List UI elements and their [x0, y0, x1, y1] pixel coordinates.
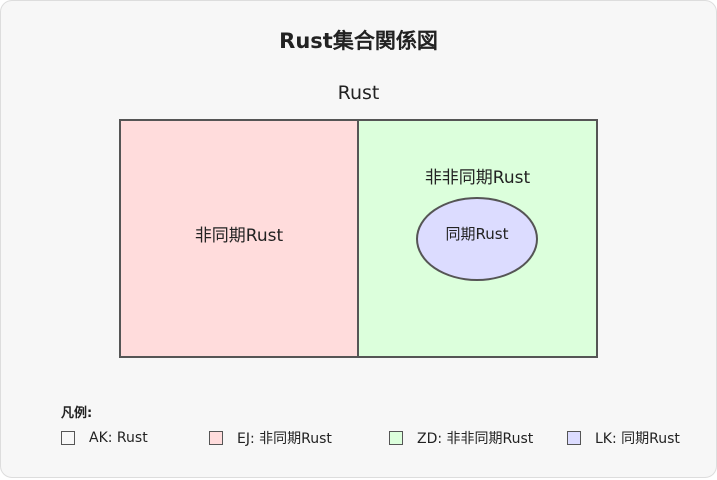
diagram-title: Rust集合関係図 — [279, 29, 438, 53]
region-non-async-rust: 非非同期Rust — [357, 119, 598, 358]
region-sync-rust-label: 同期Rust — [445, 225, 509, 243]
legend-swatch-ej — [209, 431, 223, 445]
region-async-rust-label: 非同期Rust — [194, 226, 284, 246]
legend-item-lk: LK: 同期Rust — [567, 428, 680, 448]
legend-label-zd: ZD: 非非同期Rust — [417, 431, 534, 447]
legend-item-ej: EJ: 非同期Rust — [209, 428, 332, 448]
legend-item-zd: ZD: 非非同期Rust — [389, 428, 533, 448]
legend-label-lk: LK: 同期Rust — [595, 431, 680, 447]
legend-swatch-lk — [567, 431, 581, 445]
legend-swatch-zd — [389, 431, 403, 445]
legend-item-ak: AK: Rust — [61, 428, 148, 448]
legend-label-ej: EJ: 非同期Rust — [237, 431, 332, 447]
region-sync-rust: 同期Rust — [416, 197, 538, 281]
region-non-async-rust-label: 非非同期Rust — [424, 168, 531, 188]
legend-swatch-ak — [61, 431, 75, 445]
legend-label-ak: AK: Rust — [89, 430, 148, 446]
region-async-rust: 非同期Rust — [119, 119, 359, 358]
outer-set-label: Rust — [337, 82, 380, 104]
legend-title: 凡例: — [61, 406, 93, 421]
